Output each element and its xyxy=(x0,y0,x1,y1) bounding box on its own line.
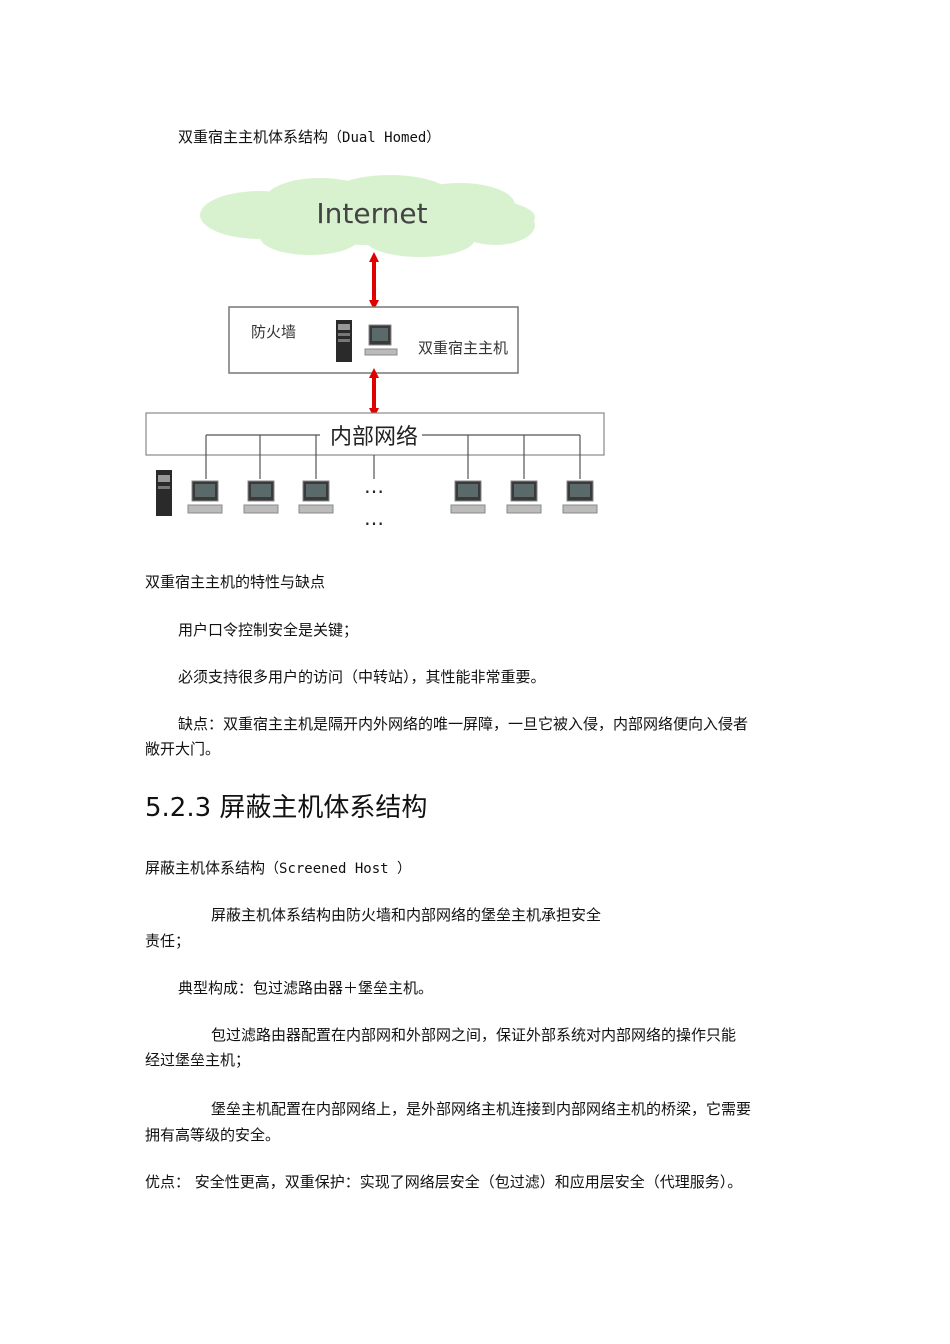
caption-screened-host: 屏蔽主机体系结构（Screened Host ） xyxy=(145,858,411,879)
paragraph-4-line-2: 责任； xyxy=(145,932,191,950)
internet-cloud: Internet xyxy=(200,175,535,257)
lan-pc-icon-6 xyxy=(562,480,598,514)
paragraph-3-line-1: 缺点：双重宿主主机是隔开内外网络的唯一屏障，一旦它被入侵，内部网络便向入侵者 xyxy=(178,715,749,733)
lan-pc-icon-1 xyxy=(187,480,223,514)
paragraph-8: 优点： 安全性更高，双重保护：实现了网络层安全（包过滤）和应用层安全（代理服务）… xyxy=(145,1173,743,1191)
paragraph-6-line-1: 包过滤路由器配置在内部网和外部网之间，保证外部系统对内部网络的操作只能 xyxy=(211,1026,737,1044)
server-icon xyxy=(336,320,352,362)
host-label: 双重宿主主机 xyxy=(418,339,508,357)
lan-pc-icon-4 xyxy=(450,480,486,514)
lan-box xyxy=(145,412,605,456)
section-title: 双重宿主主机的特性与缺点 xyxy=(145,573,326,591)
internet-label: Internet xyxy=(316,197,427,230)
ellipsis-bottom: … xyxy=(364,506,384,530)
paragraph-7-line-1: 堡垒主机配置在内部网络上，是外部网络主机连接到内部网络主机的桥梁，它需要 xyxy=(211,1100,752,1118)
caption-screened-host-paren: （Screened Host ） xyxy=(265,861,412,877)
ellipsis-top: … xyxy=(364,474,384,498)
paragraph-4-line-1: 屏蔽主机体系结构由防火墙和内部网络的堡垒主机承担安全 xyxy=(211,906,602,924)
caption-dual-homed-paren: （Dual Homed） xyxy=(328,130,441,146)
paragraph-2: 必须支持很多用户的访问（中转站），其性能非常重要。 xyxy=(178,668,546,686)
dual-homed-diagram: Internet 防火墙 双重宿主主机 内部网络 xyxy=(145,175,605,530)
caption-dual-homed: 双重宿主主机体系结构（Dual Homed） xyxy=(178,127,440,148)
paragraph-1: 用户口令控制安全是关键； xyxy=(178,621,359,639)
firewall-label: 防火墙 xyxy=(251,323,296,341)
lan-pc-icon-5 xyxy=(506,480,542,514)
lan-server-icon xyxy=(156,470,172,516)
paragraph-5: 典型构成：包过滤路由器＋堡垒主机。 xyxy=(178,979,434,997)
paragraph-6-line-2: 经过堡垒主机； xyxy=(145,1051,251,1069)
caption-screened-host-text: 屏蔽主机体系结构 xyxy=(145,859,266,877)
paragraph-3-line-2: 敞开大门。 xyxy=(145,740,221,758)
computer-icon xyxy=(364,324,398,356)
caption-dual-homed-text: 双重宿主主机体系结构 xyxy=(178,128,329,146)
paragraph-7-line-2: 拥有高等级的安全。 xyxy=(145,1126,281,1144)
heading-5-2-3: 5.2.3 屏蔽主机体系结构 xyxy=(145,793,428,823)
lan-label: 内部网络 xyxy=(330,425,418,450)
lan-pc-icon-3 xyxy=(298,480,334,514)
lan-pc-icon-2 xyxy=(243,480,279,514)
